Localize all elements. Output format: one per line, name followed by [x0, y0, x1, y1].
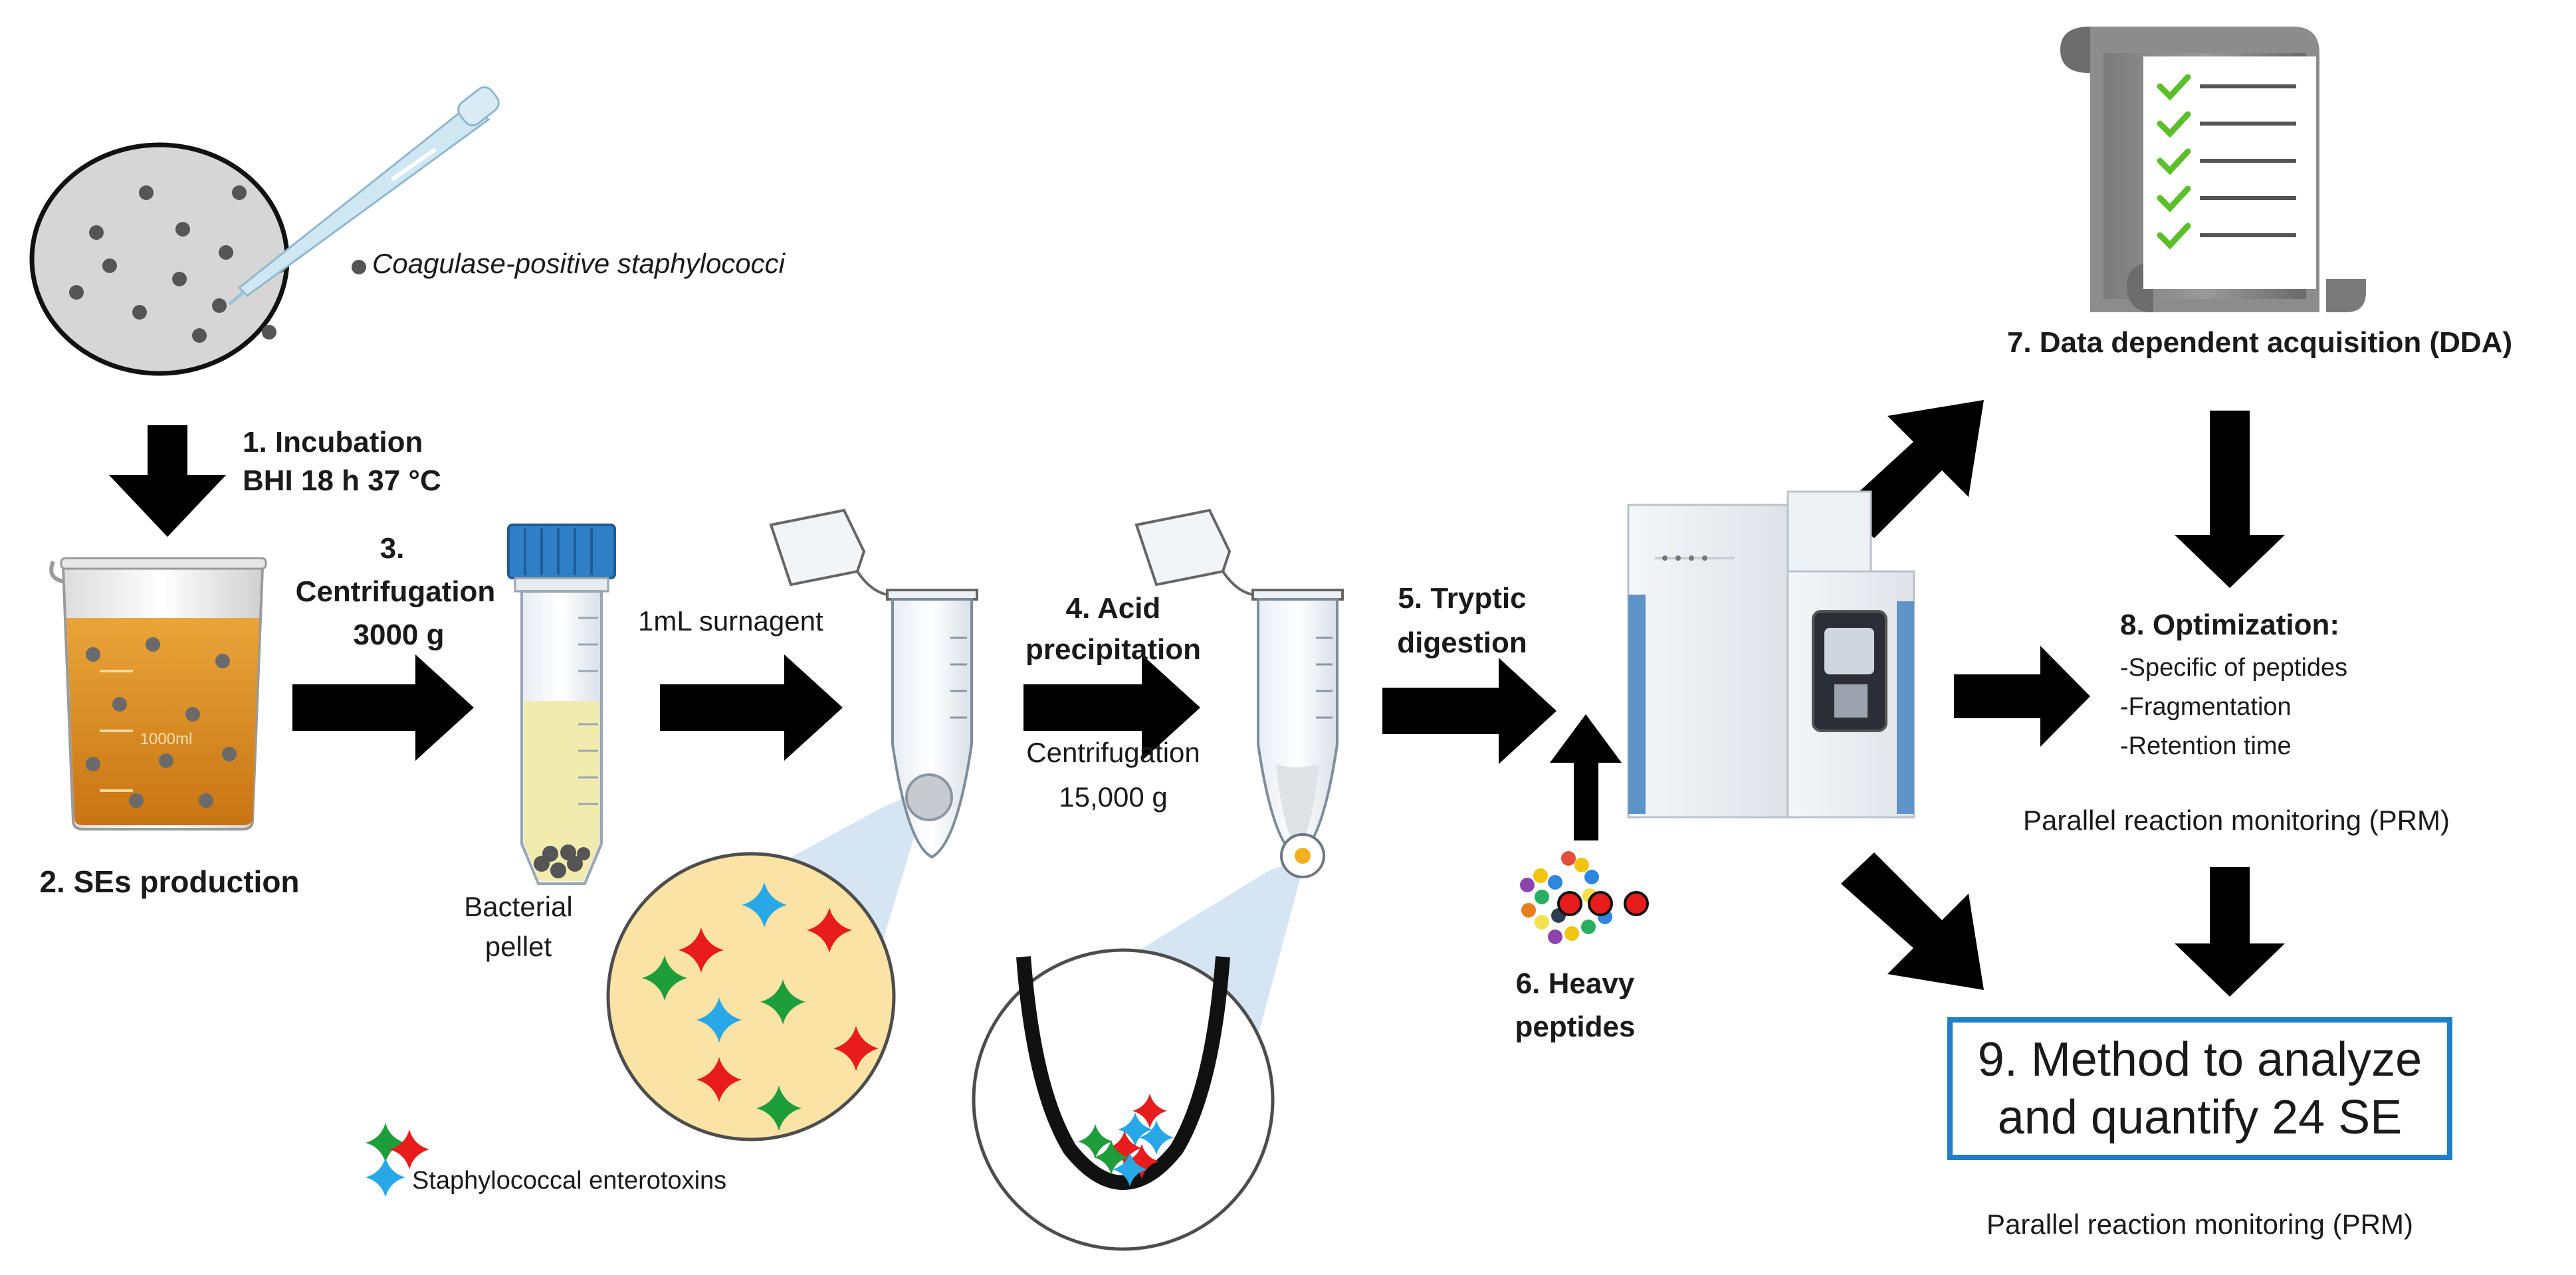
enterotoxin-star-icon — [697, 1057, 742, 1102]
arrow-down-plate — [109, 425, 226, 537]
enterotoxin-star-icon — [807, 908, 852, 953]
enterotoxin-star-icon — [389, 1129, 429, 1169]
enterotoxin-star-icon — [1118, 1112, 1152, 1147]
step9-footer: Parallel reaction monitoring (PRM) — [1986, 1209, 2413, 1240]
enterotoxin-star-icon — [1113, 1152, 1147, 1187]
enterotoxin-star-icon — [742, 882, 787, 928]
arrows — [109, 400, 2285, 997]
checkmark-icon — [2157, 148, 2191, 175]
zoom-circle-pellet — [972, 948, 1275, 1251]
step5-title-b: digestion — [1397, 627, 1527, 659]
checkmark-icon — [2157, 185, 2191, 213]
mass-spectrometer-icon — [1627, 490, 1915, 819]
enterotoxin-stars-supernatant — [642, 882, 879, 1131]
peptide-bead — [1521, 903, 1536, 918]
arrow-right-2 — [660, 654, 843, 761]
peptide-bead — [1548, 930, 1562, 944]
peptide-bead — [1535, 915, 1549, 930]
step8-item-2: -Fragmentation — [2120, 693, 2292, 721]
cps-legend-dot — [352, 260, 366, 274]
step9-line-b: and quantify 24 SE — [1997, 1090, 2403, 1144]
arrow-right-3 — [1023, 654, 1200, 761]
falcon-tube-icon — [507, 524, 616, 885]
arrow-down-dda — [2175, 411, 2285, 588]
pellet-label-b: pellet — [484, 931, 552, 962]
enterotoxin-star-icon — [1139, 1120, 1174, 1155]
enterotoxin-star-icon — [697, 997, 742, 1042]
enterotoxin-stars-pellet — [1078, 1094, 1174, 1187]
enterotoxin-star-icon — [1078, 1124, 1113, 1159]
heavy-label-bead — [1588, 891, 1613, 916]
enterotoxin-star-icon — [1125, 1144, 1159, 1179]
enterotoxin-star-icon — [1107, 1131, 1142, 1165]
beaker-icon — [49, 557, 267, 831]
step1-title: 1. Incubation — [243, 426, 423, 458]
checkmark-icon — [2157, 111, 2191, 138]
peptide-bead — [1548, 875, 1562, 890]
step3-title-b: Centrifugation — [295, 575, 496, 608]
enterotoxin-star-icon — [642, 955, 687, 1001]
supernatant-label: 1mL surnagent — [638, 605, 823, 637]
step6-title-b: peptides — [1515, 1011, 1636, 1043]
peptide-bead — [1584, 870, 1599, 884]
arrow-right-5 — [1954, 646, 2090, 747]
heavy-peptides-icon — [1520, 851, 1649, 944]
step6-title-a: 6. Heavy — [1515, 967, 1635, 1000]
heavy-label-bead — [1624, 891, 1649, 916]
peptide-bead — [1535, 890, 1549, 904]
step2-title: 2. SEs production — [39, 864, 300, 899]
checkmark-icon — [2157, 74, 2191, 101]
step7-title: 7. Data dependent acquisition (DDA) — [2006, 326, 2513, 359]
arrow-right-4 — [1382, 658, 1556, 764]
peptide-bead — [1564, 926, 1579, 941]
enterotoxin-star-icon — [366, 1157, 405, 1197]
step8-item-3: -Retention time — [2120, 732, 2292, 760]
petri-dish — [29, 142, 290, 376]
step8-item-1: -Specific of peptides — [2120, 654, 2348, 682]
zoom-circle-supernatant — [606, 852, 896, 1141]
arrow-diag-down — [1841, 852, 1984, 990]
arrow-diag-up — [1841, 400, 1984, 538]
checkmark-icon — [2157, 223, 2191, 250]
heavy-label-bead — [1557, 891, 1582, 916]
enterotoxin-legend-icon — [366, 1123, 429, 1197]
enterotoxin-star-icon — [756, 1086, 802, 1131]
peptide-bead — [1520, 878, 1535, 892]
pipette-icon — [228, 86, 500, 306]
peptide-bead — [1561, 851, 1576, 866]
peptide-bead — [1533, 868, 1548, 883]
step8-footer: Parallel reaction monitoring (PRM) — [2023, 805, 2450, 836]
arrow-down-prm — [2175, 867, 2285, 997]
peptide-bead — [1581, 920, 1596, 934]
step3-title-a: 3. — [379, 532, 405, 565]
cps-legend-label: Coagulase-positive staphylococci — [372, 248, 785, 279]
step4-title-b: precipitation — [1025, 633, 1202, 666]
step9-box: 9. Method to analyze and quantify 24 SE — [1947, 1017, 2452, 1160]
enterotoxin-star-icon — [1132, 1094, 1167, 1128]
enterotoxin-star-icon — [679, 928, 724, 973]
enterotoxin-star-icon — [1094, 1140, 1128, 1175]
enterotoxin-star-icon — [760, 979, 805, 1025]
step4-detail-b: 15,000 g — [1059, 781, 1168, 813]
step4-title-a: 4. Acid — [1065, 592, 1161, 625]
arrow-up-peptides — [1550, 714, 1622, 840]
eppendorf-tube-1 — [769, 508, 978, 859]
checklist-rows — [2157, 74, 2296, 250]
enterotoxin-star-icon — [366, 1123, 405, 1163]
step4-detail-a: Centrifugation — [1026, 737, 1200, 768]
pellet-label-a: Bacterial — [464, 891, 573, 922]
eppendorf-tube-2 — [1134, 508, 1344, 878]
step8-title: 8. Optimization: — [2120, 609, 2339, 641]
se-legend-label: Staphylococcal enterotoxins — [412, 1167, 727, 1195]
step1-detail: BHI 18 h 37 °C — [243, 464, 441, 497]
arrow-right-1 — [292, 654, 474, 761]
step3-detail: 3000 g — [353, 619, 445, 651]
checklist-scroll-icon — [2060, 27, 2366, 312]
peptide-bead — [1574, 858, 1589, 872]
step9-line-a: 9. Method to analyze — [1977, 1033, 2422, 1087]
enterotoxin-star-icon — [833, 1026, 879, 1071]
step5-title-a: 5. Tryptic — [1398, 582, 1527, 615]
beaker-mark: 1000ml — [140, 730, 193, 748]
